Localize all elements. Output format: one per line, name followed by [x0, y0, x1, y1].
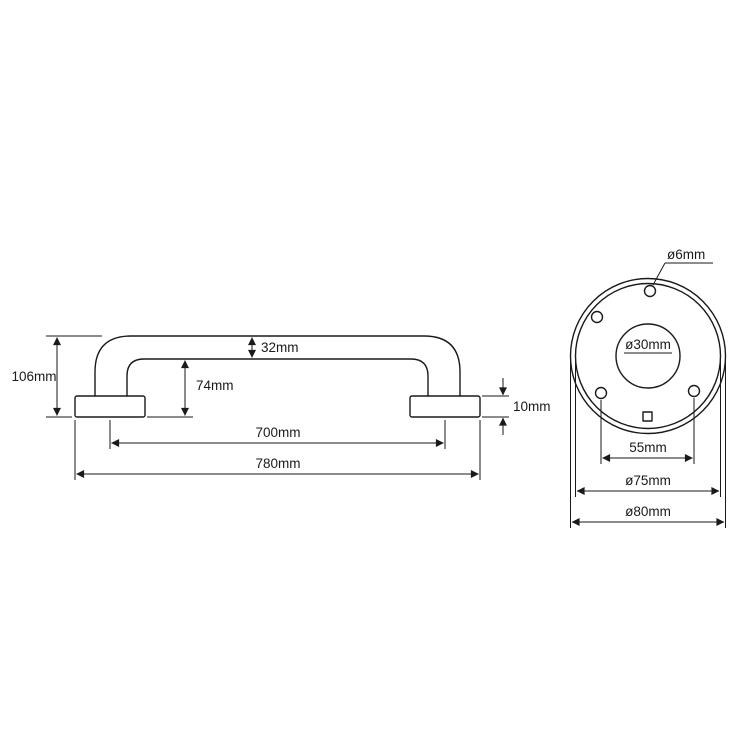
dimension-outer-flange-diameter: ø80mm — [570, 356, 726, 528]
dimension-inner-flange-diameter: ø75mm — [575, 356, 721, 497]
flange-thickness-label: 10mm — [513, 399, 551, 414]
dimension-total-length: 780mm — [74, 420, 481, 480]
dimension-grip-clearance: 74mm — [147, 360, 234, 418]
inner-flange-diameter-label: ø75mm — [625, 473, 671, 488]
total-length-label: 780mm — [255, 456, 300, 471]
dimension-total-height: 106mm — [11, 335, 102, 418]
outer-flange-diameter-label: ø80mm — [625, 504, 671, 519]
flange-centers-label: 700mm — [255, 425, 300, 440]
screw-hole-top — [643, 284, 657, 298]
grab-bar-outer-outline — [94, 335, 461, 397]
dimension-flange-centers: 700mm — [109, 420, 446, 449]
grip-clearance-label: 74mm — [196, 378, 234, 393]
dimension-flange-thickness: 10mm — [482, 378, 551, 435]
label-screw-hole-diameter: ø6mm — [652, 247, 713, 286]
leader-line — [652, 262, 666, 286]
bottom-notch — [642, 411, 653, 422]
center-hole-diameter-label: ø30mm — [625, 337, 671, 352]
grab-bar-inner-outline — [126, 358, 429, 397]
center-hole-circle — [615, 323, 681, 389]
side-view: 106mm 32mm 74mm 10mm 700mm — [11, 335, 551, 480]
dimension-screw-hole-spacing: 55mm — [600, 398, 695, 464]
front-view: ø6mm ø30mm 55mm ø75mm ø80mm — [569, 247, 727, 528]
screw-hole-spacing-label: 55mm — [629, 440, 667, 455]
label-center-hole-diameter: ø30mm — [624, 337, 672, 354]
flange-inner-circle — [574, 282, 722, 430]
left-flange — [74, 395, 146, 418]
dimension-tube-diameter: 32mm — [248, 337, 299, 358]
screw-hole-lower-left — [594, 386, 608, 400]
screw-hole-diameter-label: ø6mm — [667, 247, 705, 262]
total-height-label: 106mm — [11, 369, 56, 384]
flange-outer-circle — [569, 277, 727, 435]
tube-diameter-label: 32mm — [261, 340, 299, 355]
screw-hole-upper-left — [590, 310, 604, 324]
screw-hole-lower-right — [687, 384, 701, 398]
right-flange — [409, 395, 481, 418]
